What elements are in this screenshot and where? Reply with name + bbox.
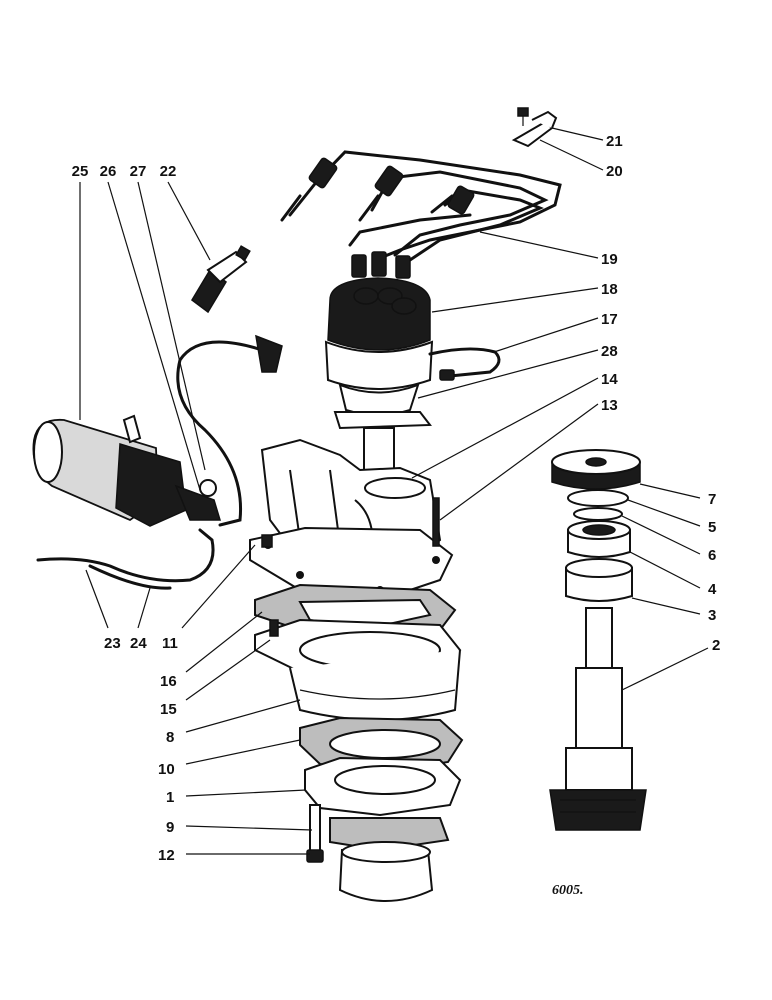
drive-gear-drawing xyxy=(551,449,641,490)
lower-flange-drawing xyxy=(304,756,462,902)
callout-25: 25 xyxy=(72,163,89,180)
sleeve-drawing xyxy=(565,558,633,602)
callout-12: 12 xyxy=(158,847,175,864)
callout-6: 6 xyxy=(708,547,716,564)
callout-9: 9 xyxy=(166,819,174,836)
figure-number: 6005. xyxy=(552,883,584,898)
ht-lead-harness-drawing xyxy=(280,150,562,262)
leader-lines xyxy=(79,127,709,855)
callout-10: 10 xyxy=(158,761,175,778)
callout-3: 3 xyxy=(708,607,716,624)
callout-11: 11 xyxy=(162,635,178,652)
ignition-coil-drawing xyxy=(32,414,222,527)
drive-shaft-drawing xyxy=(549,607,647,831)
callout-19: 19 xyxy=(601,251,618,268)
distributor-housing-drawing xyxy=(249,438,454,602)
callout-17: 17 xyxy=(601,311,618,328)
callout-27: 27 xyxy=(130,163,147,180)
callout-1: 1 xyxy=(166,789,174,806)
callout-labels: 25 26 27 22 21 20 19 18 17 28 14 13 7 5 … xyxy=(72,133,721,864)
callout-18: 18 xyxy=(601,281,618,298)
callout-5: 5 xyxy=(708,519,716,536)
callout-7: 7 xyxy=(708,491,716,508)
adaptor-body-drawing xyxy=(254,618,462,721)
spark-plug-drawing xyxy=(191,245,251,314)
coil-lead-b-drawing xyxy=(88,564,172,590)
callout-23: 23 xyxy=(104,635,121,652)
callout-4: 4 xyxy=(708,581,717,598)
washer-drawing xyxy=(567,489,629,507)
callout-24: 24 xyxy=(130,635,147,652)
circlip-drawing xyxy=(573,507,623,521)
clip-bracket-drawing xyxy=(511,107,558,148)
callout-20: 20 xyxy=(606,163,623,180)
callout-15: 15 xyxy=(160,701,177,718)
bolt-drawing xyxy=(306,804,324,863)
callout-22: 22 xyxy=(160,163,177,180)
bearing-drawing xyxy=(567,520,631,558)
coil-ht-lead-drawing xyxy=(176,334,283,527)
distributor-cap-drawing xyxy=(324,251,434,482)
lead-terminal-drawing xyxy=(439,369,455,381)
callout-26: 26 xyxy=(100,163,117,180)
callout-16: 16 xyxy=(160,673,177,690)
lower-gasket-opening-drawing xyxy=(329,729,441,759)
callout-8: 8 xyxy=(166,729,174,746)
callout-28: 28 xyxy=(601,343,618,360)
callout-21: 21 xyxy=(606,133,623,150)
callout-13: 13 xyxy=(601,397,618,414)
callout-14: 14 xyxy=(601,371,618,388)
callout-2: 2 xyxy=(712,637,720,654)
coil-lead-a-drawing xyxy=(36,528,215,583)
